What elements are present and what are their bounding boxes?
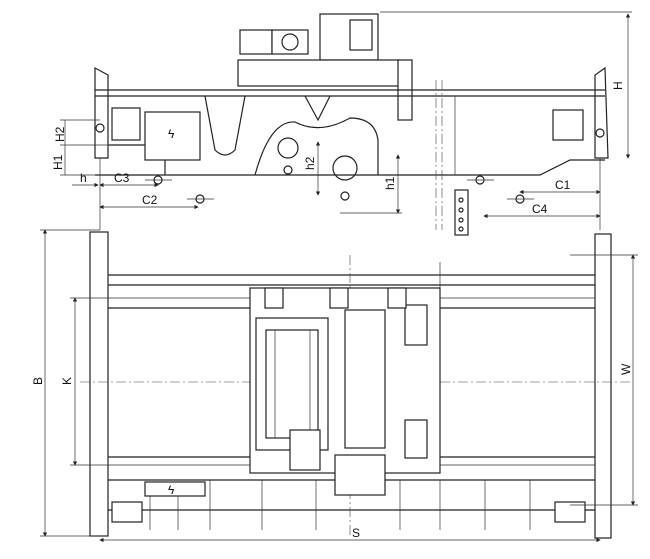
travel-motor-left xyxy=(111,107,141,141)
end-carriage-left xyxy=(94,66,109,159)
dim-S: S xyxy=(352,526,360,540)
hoist-motor xyxy=(239,29,273,55)
dim-H: H xyxy=(611,81,625,90)
hoist-drum xyxy=(255,317,329,451)
electric-symbol: ϟ xyxy=(168,127,175,141)
electric-cabinet xyxy=(144,111,201,161)
end-carriage-right-plan xyxy=(594,233,612,539)
dim-h2: h2 xyxy=(303,156,317,170)
end-carriage-right xyxy=(594,66,609,159)
dim-W: W xyxy=(619,363,633,375)
travel-motor-right xyxy=(552,109,584,141)
dim-C4: C4 xyxy=(532,202,548,216)
dim-C3: C3 xyxy=(114,171,130,185)
dim-C2: C2 xyxy=(142,193,158,207)
dim-C1: C1 xyxy=(555,178,571,192)
end-carriage-left-plan xyxy=(89,231,109,537)
dim-K: K xyxy=(60,377,74,385)
dim-h1: h1 xyxy=(383,176,397,190)
dim-B: B xyxy=(31,377,45,385)
electric-panel-plan xyxy=(144,481,206,497)
plan-view: ϟ B K W S xyxy=(31,229,638,543)
dim-H2: H2 xyxy=(53,126,67,142)
dim-H1: H1 xyxy=(51,154,65,170)
electric-symbol-plan: ϟ xyxy=(168,483,175,497)
hook-icons xyxy=(145,137,534,204)
trolley-frame xyxy=(237,59,401,87)
dim-h: h xyxy=(80,171,87,185)
elevation-view: ϟ H H2 H1 h C3 C2 h2 h1 C1 C4 xyxy=(51,11,632,236)
